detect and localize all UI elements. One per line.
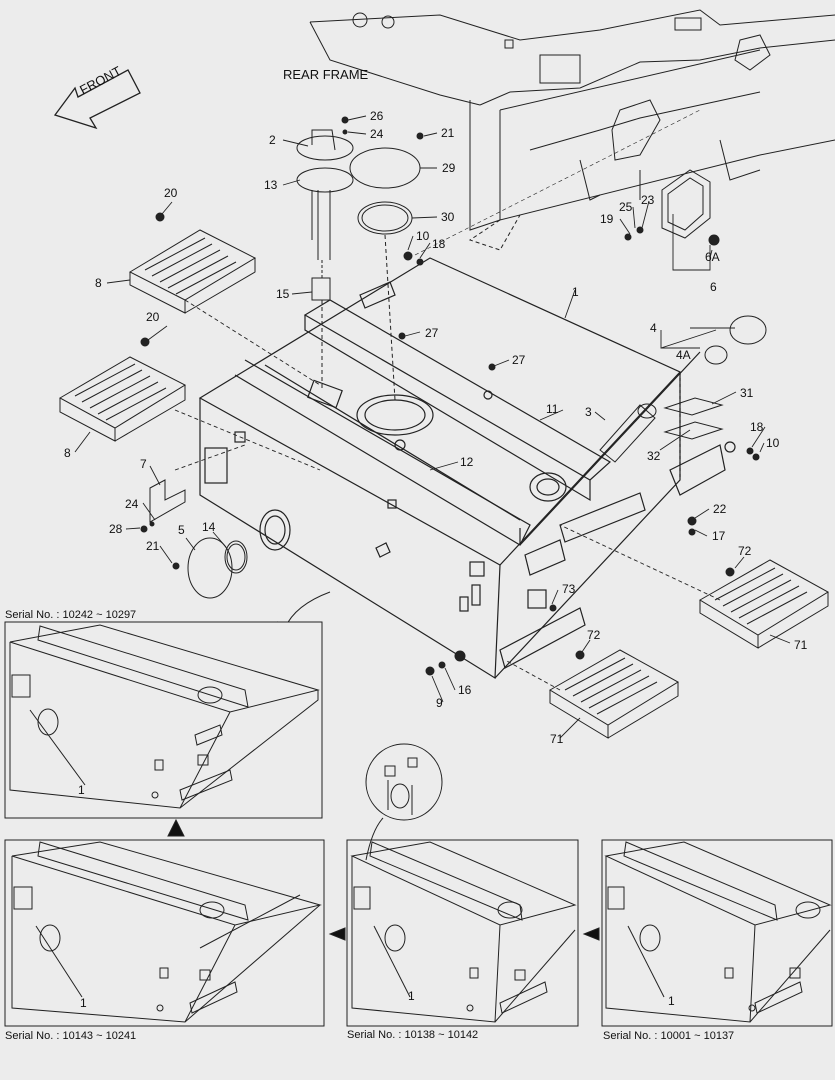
callout-25: 25 — [619, 200, 633, 214]
callout-71-upper: 71 — [794, 638, 808, 652]
callout-8-upper: 8 — [95, 276, 102, 290]
inset-2 — [4, 839, 325, 1027]
fuel-cap — [599, 315, 767, 463]
callout-72-upper: 72 — [738, 544, 752, 558]
callout-21-top: 21 — [441, 126, 455, 140]
inspection-cover — [187, 537, 248, 599]
step-lower-left — [58, 356, 187, 442]
step-upper-left — [128, 229, 257, 314]
callout-17: 17 — [712, 529, 726, 543]
callout-3: 3 — [585, 405, 592, 419]
callout-18-top: 18 — [432, 237, 446, 251]
callout-10-right: 10 — [766, 436, 780, 450]
callout-24-left: 24 — [125, 497, 139, 511]
callout-7: 7 — [140, 457, 147, 471]
callout-4: 4 — [650, 321, 657, 335]
callout-24-top: 24 — [370, 127, 384, 141]
fasteners — [140, 116, 760, 676]
callout-21-left: 21 — [146, 539, 160, 553]
callout-31: 31 — [740, 386, 754, 400]
callout-29: 29 — [442, 161, 456, 175]
step-right-upper — [699, 559, 829, 649]
callout-14: 14 — [202, 520, 216, 534]
callout-6: 6 — [710, 280, 717, 294]
gaskets — [663, 397, 724, 440]
inset-4-callout: 1 — [668, 994, 675, 1008]
callout-73: 73 — [562, 582, 576, 596]
callout-5: 5 — [178, 523, 185, 537]
callout-20-upper: 20 — [164, 186, 178, 200]
callout-27-right: 27 — [512, 353, 526, 367]
rear-frame-label: REAR FRAME — [283, 67, 369, 82]
inset-1-serial: Serial No. : 10242 ~ 10297 — [5, 609, 137, 621]
inset-1-callout: 1 — [78, 783, 85, 797]
callout-9: 9 — [436, 696, 443, 710]
callout-23: 23 — [641, 193, 655, 207]
inset-arrow-3 — [328, 927, 346, 941]
callout-22: 22 — [713, 502, 727, 516]
callout-8-lower: 8 — [64, 446, 71, 460]
inset-1 — [4, 621, 323, 819]
inset-4 — [601, 839, 833, 1027]
callout-10-top: 10 — [416, 229, 430, 243]
callout-28: 28 — [109, 522, 123, 536]
inset-arrow-4 — [582, 927, 600, 941]
inset-4-serial: Serial No. : 10001 ~ 10137 — [603, 1030, 735, 1042]
callout-26: 26 — [370, 109, 384, 123]
bracket — [149, 479, 186, 523]
callout-15: 15 — [276, 287, 290, 301]
rear-frame — [309, 9, 835, 251]
callout-32: 32 — [647, 449, 661, 463]
inset-2-serial: Serial No. : 10143 ~ 10241 — [5, 1030, 137, 1042]
callout-19: 19 — [600, 212, 614, 226]
callout-18-right: 18 — [750, 420, 764, 434]
callout-16: 16 — [458, 683, 472, 697]
cover-plate — [349, 147, 421, 401]
callout-12: 12 — [460, 455, 474, 469]
inset-3 — [346, 743, 579, 1027]
callout-11: 11 — [546, 402, 559, 416]
callout-6a: 6A — [705, 250, 720, 264]
fuel-sender — [296, 129, 354, 390]
fuel-tank — [198, 257, 736, 680]
callout-71-lower: 71 — [550, 732, 564, 746]
callout-20-lower: 20 — [146, 310, 160, 324]
callout-1: 1 — [572, 285, 579, 299]
callout-30: 30 — [441, 210, 455, 224]
front-arrow — [53, 69, 141, 130]
inset-2-callout: 1 — [80, 996, 87, 1010]
callout-13: 13 — [264, 178, 278, 192]
inset-arrow-2 — [167, 818, 185, 837]
callout-27-top: 27 — [425, 326, 439, 340]
callout-72-lower: 72 — [587, 628, 601, 642]
inset-3-serial: Serial No. : 10138 ~ 10142 — [347, 1029, 479, 1041]
callout-4a: 4A — [676, 348, 691, 362]
step-right-lower — [549, 649, 679, 739]
inset-3-callout: 1 — [408, 989, 415, 1003]
leader-lines — [74, 109, 791, 739]
callout-2: 2 — [269, 133, 276, 147]
